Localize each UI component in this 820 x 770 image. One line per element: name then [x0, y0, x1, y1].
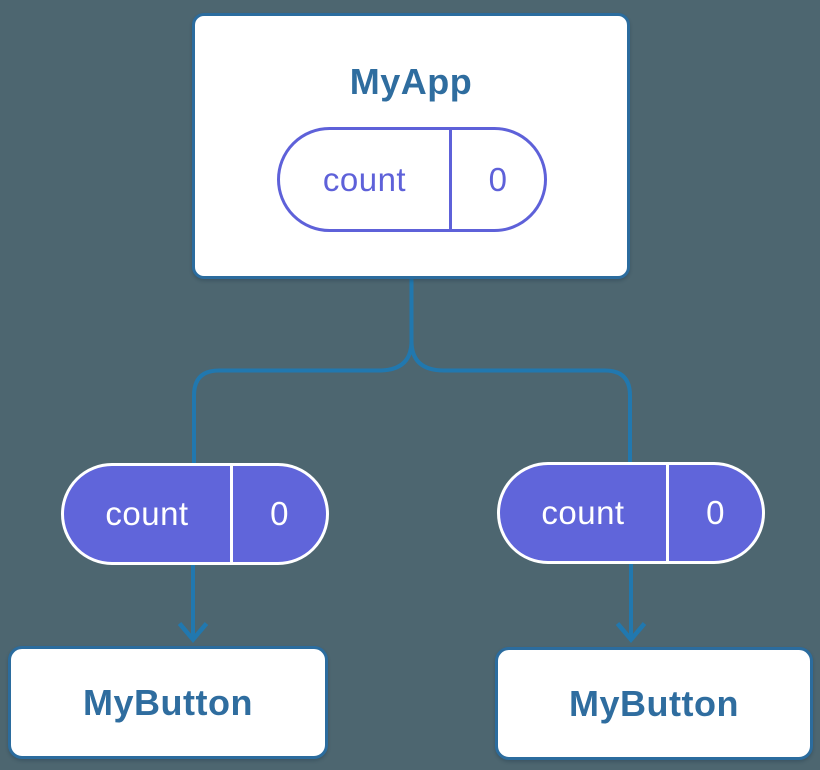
prop-pill-left-value: 0 [270, 495, 289, 532]
mybutton-node-left-title: MyButton [83, 681, 253, 723]
mybutton-node-right-title: MyButton [569, 682, 739, 724]
left-arrow-down-icon [177, 622, 209, 643]
state-pill-value: 0 [488, 160, 508, 198]
prop-pill-right-label: count [500, 465, 669, 561]
mybutton-node-left: MyButton [8, 646, 328, 759]
prop-pill-left: count 0 [61, 463, 329, 565]
myapp-node: MyApp count 0 [192, 13, 630, 279]
mybutton-node-right: MyButton [495, 647, 813, 760]
fork-connector [192, 277, 632, 466]
prop-pill-right-value: 0 [706, 494, 725, 531]
prop-pill-left-label: count [64, 466, 233, 562]
state-pill-label: count [280, 130, 452, 229]
prop-pill-right: count 0 [497, 462, 765, 564]
myapp-node-title: MyApp [349, 61, 473, 102]
right-arrow-down-icon [615, 622, 647, 643]
state-pill: count 0 [277, 127, 547, 232]
